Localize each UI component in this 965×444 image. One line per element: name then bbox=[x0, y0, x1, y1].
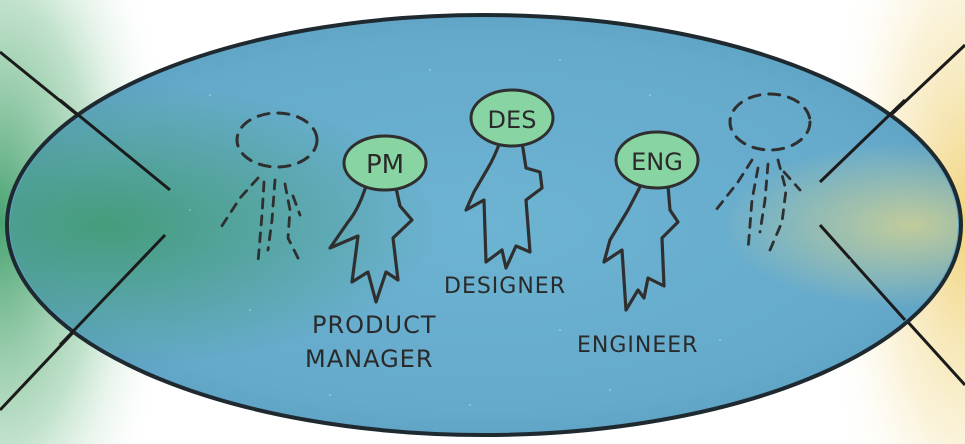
pm-badge-text: PM bbox=[366, 150, 404, 180]
dashed-person-icon bbox=[714, 92, 812, 252]
designer-person-icon bbox=[464, 140, 544, 270]
line-top-right-inner bbox=[818, 98, 907, 184]
engineer-label: ENGINEER bbox=[577, 333, 698, 358]
engineer-person-icon bbox=[602, 184, 680, 312]
des-badge-text: DES bbox=[488, 106, 537, 134]
pm-person-icon bbox=[328, 186, 414, 304]
line-top-left-inner bbox=[59, 98, 171, 192]
des-badge: DES bbox=[469, 88, 555, 148]
line-bottom-right-inner bbox=[818, 223, 907, 322]
speckle-texture bbox=[189, 59, 851, 406]
pm-label-line1: PRODUCT bbox=[312, 311, 437, 339]
pm-badge: PM bbox=[342, 134, 428, 192]
pm-label-line2: MANAGER bbox=[305, 345, 434, 373]
designer-label: DESIGNER bbox=[444, 274, 566, 299]
line-bottom-left-inner bbox=[58, 233, 167, 347]
eng-badge-text: ENG bbox=[631, 148, 683, 176]
eng-badge: ENG bbox=[614, 130, 700, 190]
dashed-person-icon bbox=[216, 111, 319, 264]
